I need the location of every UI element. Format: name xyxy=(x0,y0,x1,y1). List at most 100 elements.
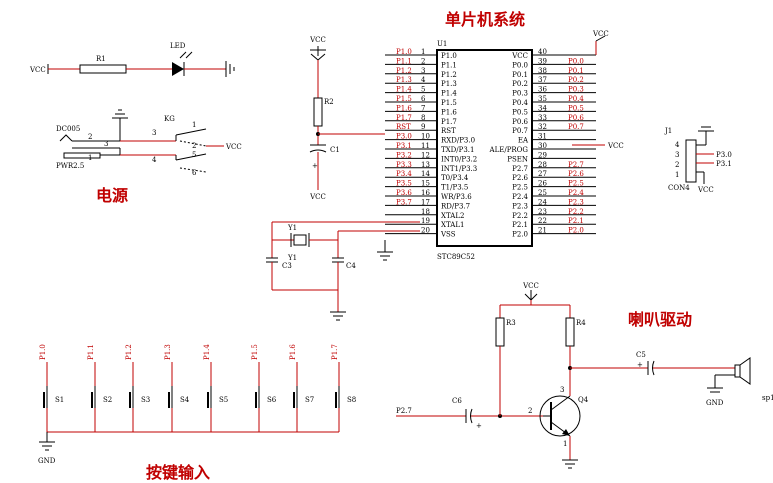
mcu-left-net-13: P3.3 xyxy=(396,161,412,169)
mcu-right-pin-name-8: P0.6 xyxy=(512,118,528,126)
mcu-left-pin-name-5: P1.4 xyxy=(441,90,457,98)
mcu-left-pin-num-17: 17 xyxy=(421,198,430,206)
mcu-left-pin-name-17: RD/P3.7 xyxy=(441,202,470,210)
dc-jack-label: DC005 xyxy=(56,125,80,133)
connector-j1: J1 4 3 2 1 CON4 P3.0 P3.1 VCC xyxy=(664,126,732,194)
mcu-right-net-18: P2.2 xyxy=(568,208,584,216)
mcu-left-pin-num-10: 10 xyxy=(421,133,430,141)
q4-pin2: 2 xyxy=(528,407,532,415)
mcu-right-pin-name-14: P2.6 xyxy=(512,174,528,182)
key-net-2: P1.1 xyxy=(87,344,95,360)
j1-net-p30: P3.0 xyxy=(716,151,732,159)
spk-vcc-label: VCC xyxy=(522,282,539,290)
resistor-r2 xyxy=(313,97,323,127)
c4-label: C4 xyxy=(346,262,356,270)
mcu-right-pin-name-6: P0.4 xyxy=(512,99,528,107)
switch-pin-5: 5 xyxy=(192,151,196,159)
c3-label: C3 xyxy=(282,262,292,270)
mcu-right-pin-name-20: P2.0 xyxy=(512,231,528,239)
mcu-left-pin-num-3: 3 xyxy=(421,67,425,75)
power-switch-kg: KG 3 1 2 4 5 6 VCC xyxy=(152,115,242,177)
key-switch-1: S1 xyxy=(55,396,64,404)
c1-label: C1 xyxy=(330,146,340,154)
mcu-right-pin-num-23: 23 xyxy=(538,208,547,216)
mcu-left-pin-name-1: P1.0 xyxy=(441,52,457,60)
mcu-left-pin-name-7: P1.6 xyxy=(441,108,457,116)
j1-body xyxy=(685,139,697,183)
mcu-left-pin-name-15: T1/P3.5 xyxy=(441,184,468,192)
mcu-left-net-12: P3.2 xyxy=(396,151,412,159)
key-net-7: P1.6 xyxy=(289,344,297,360)
r3-label: R3 xyxy=(506,319,516,327)
y1-label-top: Y1 xyxy=(287,224,297,232)
mcu-right-net-17: P2.3 xyxy=(568,198,584,206)
mcu-vcc-label: VCC xyxy=(592,30,609,38)
mcu-left-pin-name-14: T0/P3.4 xyxy=(441,174,469,182)
crystal-y1 xyxy=(293,234,307,246)
j1-pin-2: 2 xyxy=(675,161,679,169)
resistor-r3 xyxy=(495,317,505,347)
mcu-right-net-8: P0.6 xyxy=(568,114,584,122)
mcu-left-pin-num-4: 4 xyxy=(421,76,426,84)
mcu-left-pin-num-20: 20 xyxy=(421,227,430,235)
mcu-right-net-5: P0.3 xyxy=(568,86,584,94)
r1-label: R1 xyxy=(96,55,106,63)
mcu-left-pin-name-20: VSS xyxy=(440,231,456,239)
key-net-6: P1.5 xyxy=(251,344,259,360)
q4-label: Q4 xyxy=(578,396,589,404)
key-switch-7: S7 xyxy=(305,396,314,404)
mcu-right-pin-num-39: 39 xyxy=(538,57,547,65)
mcu-left-pin-num-7: 7 xyxy=(421,104,425,112)
mcu-right-pin-name-10: EA xyxy=(518,137,529,145)
mcu-left-pin-name-13: INT1/P3.3 xyxy=(441,165,477,173)
mcu-right-pin-num-37: 37 xyxy=(538,76,547,84)
mcu-left-net-2: P1.1 xyxy=(396,57,412,65)
key-switch-3: S3 xyxy=(141,396,150,404)
speaker-driver: VCC R3 R4 C5 + sp1 GND P2.7 C6 + xyxy=(396,282,773,469)
key-switch-6: S6 xyxy=(267,396,277,404)
mcu-right-pin-num-30: 30 xyxy=(538,142,547,150)
mcu-left-net-6: P1.5 xyxy=(396,95,412,103)
mcu-part: STC89C52 xyxy=(437,253,475,261)
mcu-right-pin-name-1: VCC xyxy=(511,52,528,60)
switch-pin-6: 6 xyxy=(192,169,197,177)
mcu-left-pin-name-4: P1.3 xyxy=(441,80,457,88)
mcu-right-pin-name-4: P0.2 xyxy=(512,80,528,88)
mcu-left-net-9: RST xyxy=(396,123,411,131)
key-input-circuit: GND P1.0S1P1.1S2P1.2S3P1.3S4P1.4S5P1.5S6… xyxy=(38,344,356,465)
ea-vcc-label: VCC xyxy=(607,142,624,150)
mcu-right-pin-name-3: P0.1 xyxy=(512,71,528,79)
pwr-label: PWR2.5 xyxy=(56,162,84,170)
power-led-circuit: VCC R1 LED xyxy=(29,42,235,77)
j1-ref: J1 xyxy=(664,127,672,135)
j1-net-p31: P3.1 xyxy=(716,160,732,168)
mcu-left-pin-num-8: 8 xyxy=(421,114,425,122)
mcu-left-pin-num-18: 18 xyxy=(421,208,430,216)
switch-label: KG xyxy=(164,115,175,123)
mcu-right-pin-name-7: P0.5 xyxy=(512,108,528,116)
key-net-8: P1.7 xyxy=(331,344,339,360)
resistor-r4 xyxy=(565,317,575,347)
speaker-label: sp1 xyxy=(762,394,773,402)
mcu-right-pin-name-15: P2.5 xyxy=(512,184,528,192)
mcu-left-pin-num-1: 1 xyxy=(421,48,425,56)
spk-gnd-label: GND xyxy=(706,399,724,407)
mcu-ref: U1 xyxy=(437,40,447,48)
mcu-left-pin-name-18: XTAL2 xyxy=(441,212,464,220)
spk-input-net: P2.7 xyxy=(396,407,412,415)
keys-gnd-label: GND xyxy=(38,457,56,465)
speaker-sp1 xyxy=(734,364,741,378)
mcu-right-net-7: P0.5 xyxy=(568,104,584,112)
mcu-right-pin-num-34: 34 xyxy=(538,104,547,112)
switch-pin-2: 2 xyxy=(192,142,196,150)
title-speaker-driver: 喇叭驱动 xyxy=(628,310,692,329)
led-diode xyxy=(172,62,184,76)
dc-jack: DC005 2 3 1 PWR2.5 xyxy=(56,109,176,170)
transistor-q4 xyxy=(539,395,581,437)
mcu-right-net-3: P0.1 xyxy=(568,67,584,75)
mcu-left-pin-name-12: INT0/P3.2 xyxy=(441,155,477,163)
mcu-right-pin-name-2: P0.0 xyxy=(512,61,528,69)
reset-vcc-top: VCC xyxy=(309,36,326,44)
mcu-right-pin-name-13: P2.7 xyxy=(512,165,528,173)
